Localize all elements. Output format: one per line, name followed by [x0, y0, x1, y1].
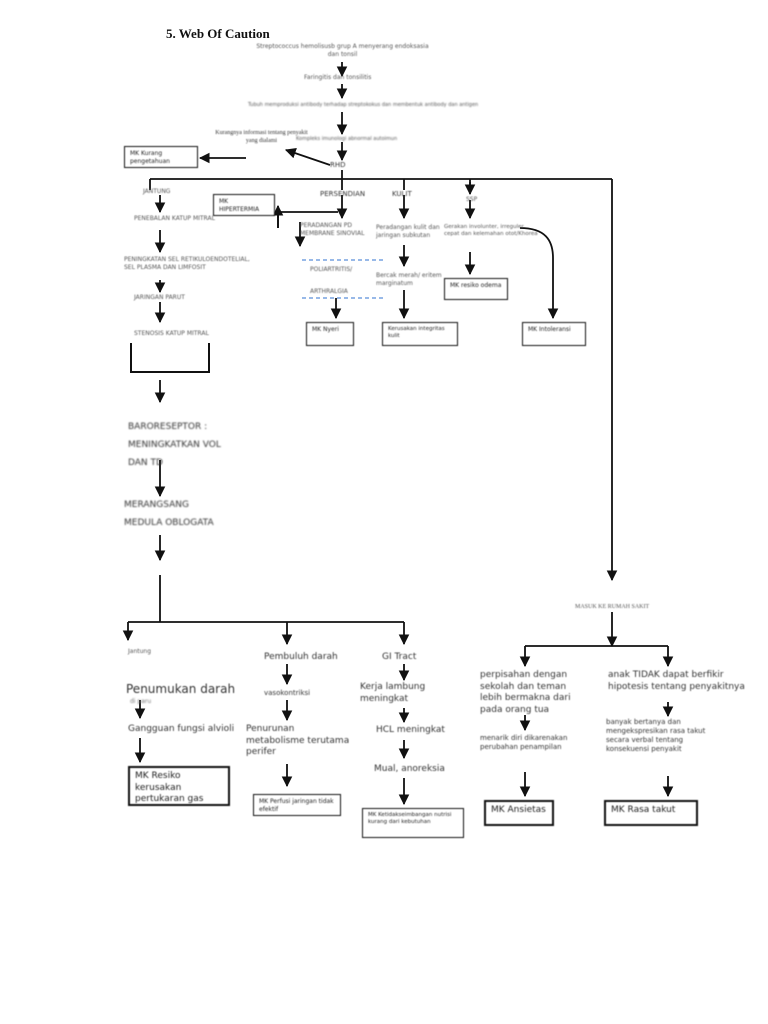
branch-persendian: PERSENDIAN: [320, 190, 366, 198]
node-penumukan-darah: Penumukan darah: [126, 682, 236, 696]
node-baroreseptor: BARORESEPTOR : MENINGKATKAN VOL DAN TD: [128, 422, 221, 468]
mk-nyeri-box: MK Nyeri: [306, 322, 354, 346]
node-rhd: RHD: [330, 161, 346, 169]
mk-intoleransi-box: MK Intoleransi: [522, 322, 586, 346]
node-anak-tidak-berfikir: anak TIDAK dapat berfikir hipotesis tent…: [608, 670, 745, 692]
node-kurang-informasi: Kurangnya informasi tentang penyakit yan…: [215, 130, 308, 144]
node-imunologi: Kompleks imunologi abnormal autoimun: [296, 136, 398, 142]
node-stenosis: STENOSIS KATUP MITRAL: [134, 330, 209, 337]
bottom-jantung: Jantung: [128, 648, 152, 655]
mk-kerusakan-integritas-box: Kerusakan integritas kulit: [382, 322, 458, 346]
node-peningkatan-sel: PENINGKATAN SEL RETIKULOENDOTELIAL, SEL …: [124, 256, 250, 271]
node-streptococcus: Streptococcus hemolisusb grup A menyeran…: [256, 43, 429, 58]
node-masuk-rumah-sakit: MASUK KE RUMAH SAKIT: [575, 604, 650, 610]
node-gi-tract: GI Tract: [382, 652, 417, 662]
node-penebalan-katup: PENEBALAN KATUP MITRAL: [134, 215, 215, 222]
node-vasokontriksi: vasokontriksi: [264, 689, 311, 697]
page-title: 5. Web Of Caution: [166, 26, 270, 41]
node-medula-oblogata: MERANGSANG MEDULA OBLOGATA: [124, 500, 214, 528]
node-jaringan-parut: JARINGAN PARUT: [134, 294, 185, 301]
node-penumukan-sub: di paru: [130, 698, 152, 705]
branch-kulit: KULIT: [392, 190, 412, 198]
mk-resiko-odema-box: MK resiko odema: [444, 278, 508, 300]
cut-box-fragment: [130, 343, 210, 373]
node-hcl: HCL meningkat: [376, 725, 445, 735]
node-bercak-merah: Bercak merah/ eritem marginatum: [376, 272, 442, 287]
node-perpisahan: perpisahan dengan sekolah dan teman lebi…: [480, 670, 571, 716]
branch-jantung: JANTUNG: [143, 188, 171, 195]
node-poliartritis: POLIARTRITIS/: [310, 266, 353, 273]
node-arthralgia: ARTHRALGIA: [310, 288, 348, 295]
node-peradangan-kulit: Peradangan kulit dan jaringan subkutan: [376, 224, 440, 239]
mk-hipertermia-box: MK HIPERTERMIA: [213, 194, 275, 216]
mk-rasa-takut-box: MK Rasa takut: [604, 800, 698, 826]
branch-ssp: SSP: [466, 196, 478, 203]
node-gerakan-involunter: Gerakan involunter, irreguler cepat dan …: [444, 224, 538, 238]
node-gangguan-alvioli: Gangguan fungsi alvioli: [128, 724, 235, 734]
node-peradangan-sinovial: PERADANGAN PD MEMBRANE SINOVIAL: [300, 222, 365, 237]
mk-nutrisi-box: MK Ketidakseimbangan nutrisi kurang dari…: [362, 808, 464, 838]
mk-kurang-pengetahuan-box: MK Kurang pengetahuan: [124, 146, 198, 168]
mk-perfusi-box: MK Perfusi jaringan tidak efektif: [253, 794, 341, 816]
node-banyak-bertanya: banyak bertanya dan mengekspresikan rasa…: [606, 718, 706, 754]
node-penurunan-metabolisme: Penurunan metabolisme terutama perifer: [246, 724, 350, 758]
mk-resiko-pertukaran-gas-box: MK Resiko kerusakan pertukaran gas: [128, 766, 230, 806]
node-mual: Mual, anoreksia: [374, 764, 445, 774]
node-antibody: Tubuh memproduksi antibody terhadap stre…: [248, 102, 479, 108]
node-menarik-diri: menarik diri dikarenakan perubahan penam…: [480, 734, 568, 752]
mk-ansietas-box: MK Ansietas: [484, 800, 554, 826]
node-faringitis: Faringitis dan tonsilitis: [304, 74, 372, 81]
node-kerja-lambung: Kerja lambung meningkat: [360, 682, 426, 704]
node-pembuluh-darah: Pembuluh darah: [264, 652, 338, 662]
